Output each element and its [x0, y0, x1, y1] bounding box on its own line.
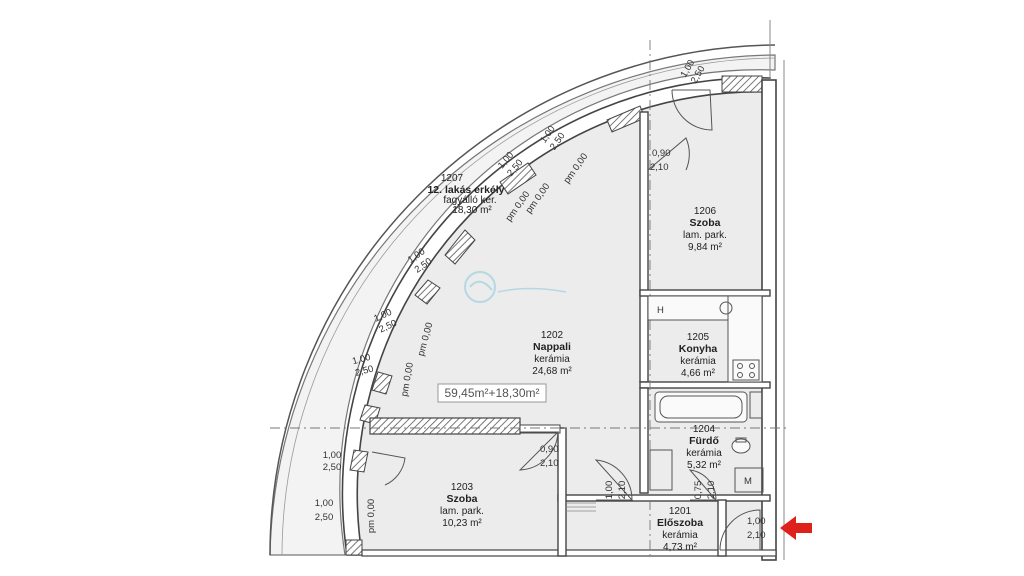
svg-text:0,75: 0,75	[693, 481, 704, 500]
room-number: 1206	[694, 206, 717, 217]
room-finish: lam. park.	[683, 230, 727, 241]
room-number: 1203	[451, 482, 474, 493]
room-area: 4,66 m²	[681, 368, 716, 379]
room-area: 24,68 m²	[532, 366, 572, 377]
svg-text:1,00: 1,00	[351, 352, 372, 367]
room-finish: lam. park.	[440, 506, 484, 517]
room-name: 12. lakás erkély	[427, 184, 504, 196]
room-name: Szoba	[447, 493, 478, 505]
room-1203-label: 1203 Szoba lam. park. 10,23 m²	[440, 482, 484, 529]
room-1207-label: 1207 12. lakás erkély fagyálló ker. 18,3…	[427, 173, 504, 216]
room-area: 10,23 m²	[442, 518, 482, 529]
room-finish: kerámia	[686, 448, 722, 459]
room-1201-label: 1201 Előszoba kerámia 4,73 m²	[657, 506, 703, 553]
svg-text:2,50: 2,50	[315, 512, 334, 523]
room-number: 1207	[441, 173, 464, 184]
room-name: Előszoba	[657, 517, 703, 529]
hob-label: H	[657, 305, 664, 316]
svg-text:pm 0,00: pm 0,00	[366, 499, 377, 533]
machine-label: M	[744, 476, 752, 487]
total-area: 59,45m²+18,30m²	[444, 386, 539, 400]
balcony-floor	[269, 54, 776, 556]
door-swings	[371, 89, 761, 551]
svg-text:2,10: 2,10	[540, 458, 559, 469]
room-1204-label: 1204 Fürdő kerámia 5,32 m²	[686, 424, 722, 471]
svg-text:2,10: 2,10	[617, 481, 628, 500]
svg-text:0,90: 0,90	[540, 444, 559, 455]
total-area-box	[437, 383, 547, 403]
room-number: 1202	[541, 330, 564, 341]
svg-text:2,50: 2,50	[323, 462, 342, 473]
room-finish: kerámia	[534, 354, 570, 365]
room-1205-label: 1205 Konyha kerámia 4,66 m²	[679, 332, 718, 379]
washing-machine-icon	[734, 467, 764, 493]
svg-text:1,00: 1,00	[604, 481, 615, 500]
room-finish: kerámia	[662, 530, 698, 541]
svg-text:2,10: 2,10	[747, 530, 766, 541]
apartment-floor	[357, 89, 770, 556]
room-area: 9,84 m²	[688, 242, 723, 253]
svg-text:2,10: 2,10	[650, 162, 669, 173]
room-number: 1201	[669, 506, 692, 517]
room-area: 18,30 m²	[452, 205, 492, 216]
room-name: Szoba	[690, 217, 721, 229]
room-finish: kerámia	[680, 356, 716, 367]
room-name: Fürdő	[689, 435, 719, 447]
room-1206-label: 1206 Szoba lam. park. 9,84 m²	[683, 206, 727, 253]
room-number: 1204	[693, 424, 716, 435]
entrance-arrow-icon	[780, 516, 812, 540]
balcony-outer-edge	[269, 44, 776, 556]
watermark-logo	[464, 271, 567, 303]
toilet-icon	[731, 438, 751, 454]
facade-piers	[345, 75, 763, 556]
kitchen-counter	[647, 295, 763, 383]
room-finish: fagyálló ker.	[443, 195, 496, 206]
hall-threshold	[566, 502, 596, 512]
svg-text:2,10: 2,10	[706, 481, 717, 500]
bathtub-icon	[654, 391, 748, 423]
room-area: 4,73 m²	[663, 542, 698, 553]
balcony-inner-line	[281, 57, 776, 556]
room-name: Nappali	[533, 341, 571, 353]
svg-text:0,90: 0,90	[652, 148, 671, 159]
svg-text:1,00: 1,00	[747, 516, 766, 527]
bottom-wall	[361, 549, 777, 557]
svg-text:2,50: 2,50	[354, 363, 375, 378]
washbasin-icon	[649, 449, 673, 491]
room-1202-label: 1202 Nappali kerámia 24,68 m²	[532, 330, 572, 377]
svg-text:1,00: 1,00	[315, 498, 334, 509]
room-name: Konyha	[679, 343, 718, 355]
svg-text:1,00: 1,00	[323, 450, 342, 461]
room-number: 1205	[687, 332, 710, 343]
sink-icon	[719, 301, 733, 315]
bathroom-fixtures	[649, 391, 764, 493]
hatched-partition	[369, 417, 521, 435]
room-area: 5,32 m²	[687, 460, 722, 471]
exterior-right-wall	[761, 79, 777, 561]
